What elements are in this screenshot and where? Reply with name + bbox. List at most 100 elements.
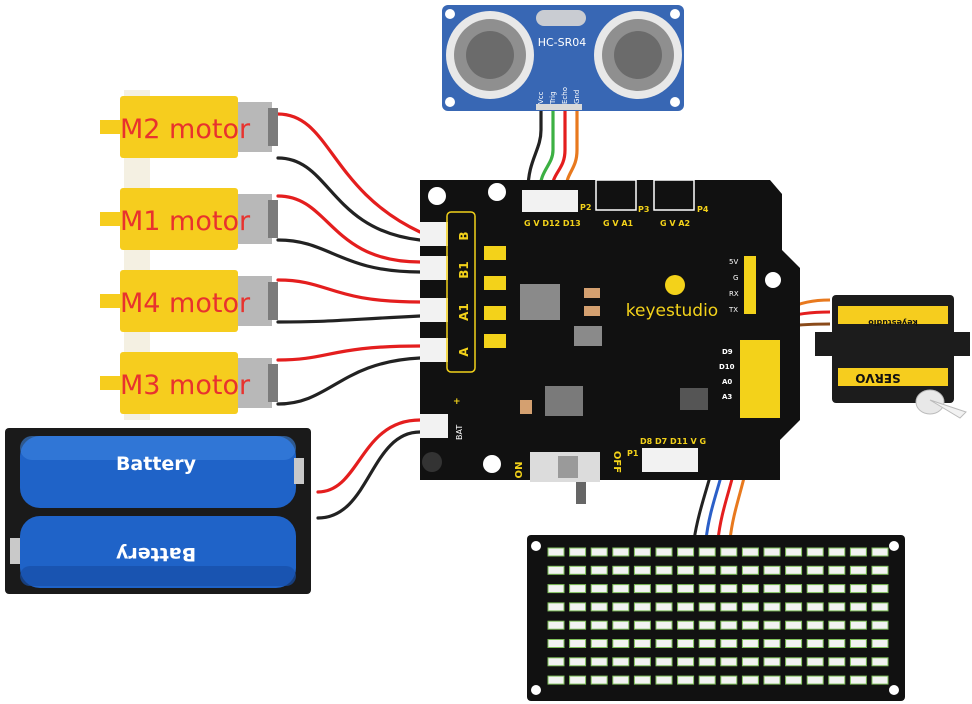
led-cell <box>849 547 867 557</box>
transducer-left <box>446 11 534 99</box>
led-cell <box>569 639 587 648</box>
led-cell <box>763 602 781 612</box>
led-cell <box>871 602 889 612</box>
led-cell <box>612 639 630 648</box>
led-cell <box>741 602 759 612</box>
led-cell <box>828 639 846 648</box>
led-cell <box>806 584 824 594</box>
led-cell <box>633 565 651 575</box>
led-cell <box>828 584 846 594</box>
led-cell <box>828 602 846 612</box>
wire-bat-red <box>316 418 422 494</box>
sensor-model: HC-SR04 <box>538 36 587 49</box>
led-cell <box>849 657 867 667</box>
led-cell <box>785 565 803 575</box>
led-cell <box>677 547 695 557</box>
wire-bat-black <box>316 430 422 520</box>
led-cell <box>655 620 673 630</box>
led-cell <box>871 675 889 685</box>
led-cell <box>806 620 824 630</box>
led-matrix <box>527 535 905 701</box>
led-cell <box>741 584 759 594</box>
led-cell <box>720 620 738 630</box>
wire-m1-red <box>276 194 422 264</box>
led-cell <box>720 657 738 667</box>
wire-m2-black <box>276 156 422 242</box>
jumper-headers <box>484 246 506 348</box>
led-cell <box>806 565 824 575</box>
sensor-wires <box>526 108 579 191</box>
port-a: A <box>457 347 471 357</box>
motor-m2: M2 motor <box>100 96 278 158</box>
motor-wires <box>276 112 422 520</box>
led-cell <box>633 602 651 612</box>
led-cell <box>698 602 716 612</box>
led-cell <box>785 675 803 685</box>
led-cell <box>806 657 824 667</box>
port-p1: P1 <box>627 449 639 458</box>
wire-m3-black <box>276 356 422 406</box>
led-cell <box>677 565 695 575</box>
led-cell <box>698 620 716 630</box>
led-cell <box>871 547 889 557</box>
sensor-pin-gnd: Gnd <box>573 90 581 104</box>
led-cell <box>720 565 738 575</box>
pin-5v: 5V <box>729 258 738 266</box>
mount-hole <box>488 183 506 201</box>
pin-rx: RX <box>729 290 739 298</box>
led-cell <box>547 547 565 557</box>
led-cell <box>785 639 803 648</box>
motor-group: M2 motor M1 motor M4 motor M3 motor <box>100 90 278 420</box>
led-cell <box>590 602 608 612</box>
brand-label: keyestudio <box>626 301 718 321</box>
led-cell <box>871 620 889 630</box>
led-cell <box>590 657 608 667</box>
sensor-pin-echo: Echo <box>561 87 569 104</box>
led-cell <box>655 584 673 594</box>
led-cell <box>849 602 867 612</box>
led-cell <box>828 547 846 557</box>
wire-m4-red <box>276 278 422 304</box>
sensor-pin-vcc: Vcc <box>537 91 545 104</box>
led-cell <box>720 675 738 685</box>
battery-label-bottom: Battery <box>115 543 196 565</box>
led-cell <box>590 675 608 685</box>
port-b: B <box>457 231 471 240</box>
led-cell <box>720 602 738 612</box>
motor-m4: M4 motor <box>100 270 278 332</box>
pin-g: G <box>733 274 738 282</box>
led-cell <box>806 675 824 685</box>
bat-label: BAT <box>455 425 464 440</box>
led-cell <box>785 602 803 612</box>
pin-d10: D10 <box>719 363 735 371</box>
led-cell <box>633 620 651 630</box>
led-cell <box>763 639 781 648</box>
led-cell <box>720 584 738 594</box>
mount-hole <box>483 455 501 473</box>
led-cell <box>741 565 759 575</box>
led-cell <box>741 657 759 667</box>
regulator <box>545 386 583 416</box>
led-cell <box>806 639 824 648</box>
power-switch[interactable] <box>530 452 600 504</box>
pin-d9: D9 <box>722 348 733 356</box>
battery-pack: Battery Battery <box>5 428 311 594</box>
led-cell <box>677 675 695 685</box>
sensor-pin-trig: Trig <box>549 91 557 105</box>
port-p3-pins: G V A1 <box>603 219 634 228</box>
led-cell <box>655 657 673 667</box>
led-cell <box>720 547 738 557</box>
led-cell <box>849 620 867 630</box>
led-cells <box>547 547 889 685</box>
led-cell <box>741 675 759 685</box>
led-cell <box>871 584 889 594</box>
battery-label-top: Battery <box>116 453 197 475</box>
led-cell <box>741 620 759 630</box>
brand-logo: keyestudio <box>626 275 718 321</box>
led-cell <box>763 584 781 594</box>
led-cell <box>633 675 651 685</box>
led-cell <box>590 620 608 630</box>
led-cell <box>698 565 716 575</box>
motor-label: M1 motor <box>120 206 251 237</box>
